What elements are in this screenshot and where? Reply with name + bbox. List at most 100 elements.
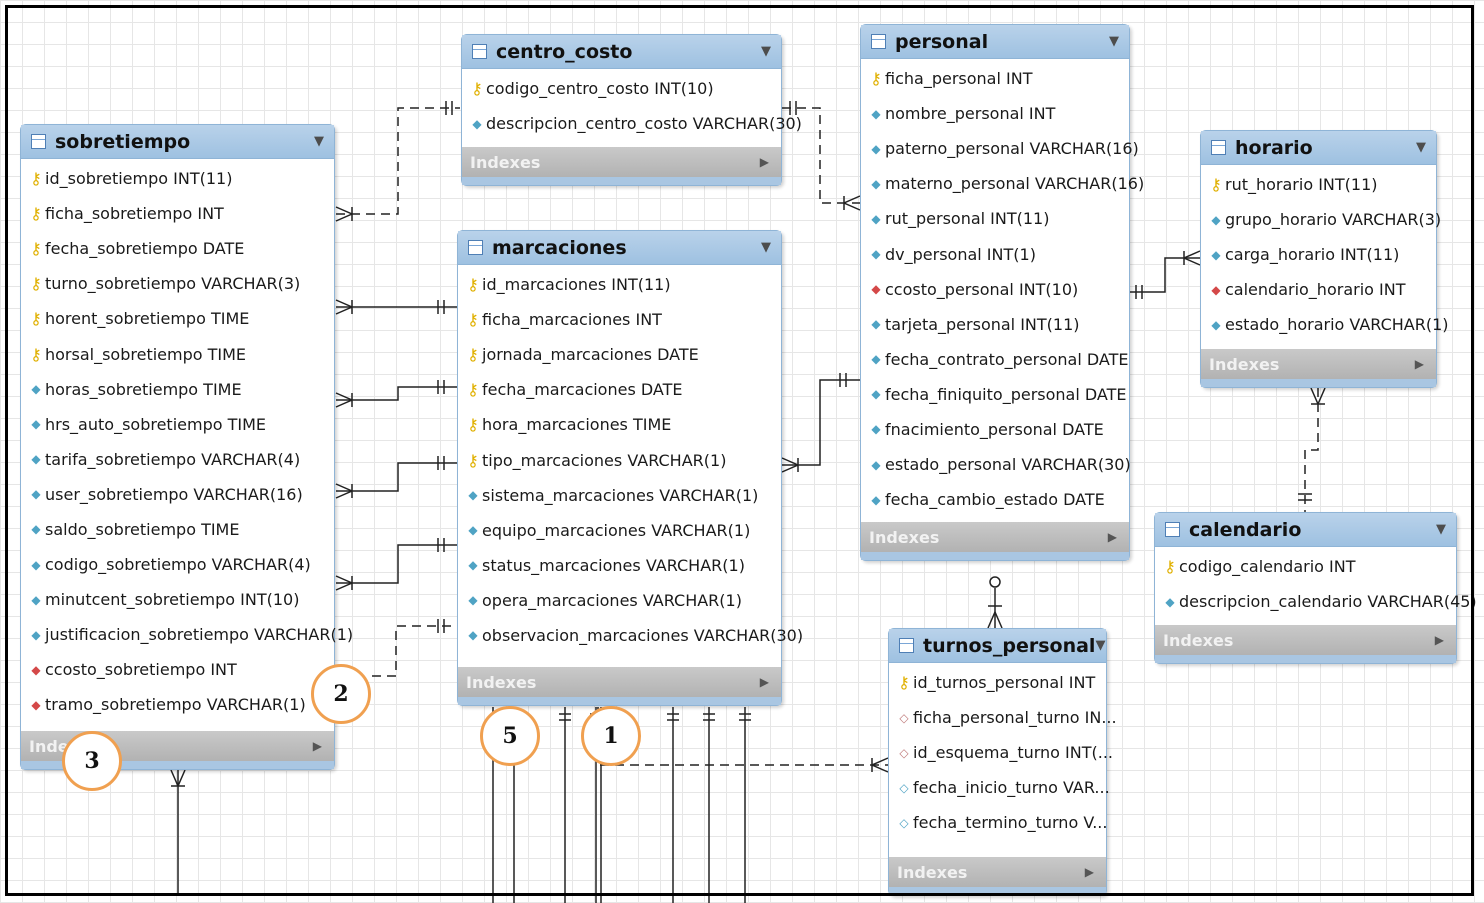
chevron-down-icon[interactable]: ▼ (1436, 522, 1446, 537)
table-header[interactable]: centro_costo ▼ (462, 35, 781, 69)
column-row[interactable]: ◆descripcion_centro_costo VARCHAR(30) (462, 106, 802, 141)
column-row[interactable]: ◆opera_marcaciones VARCHAR(1) (458, 583, 781, 618)
column-row[interactable]: ⚷horsal_sobretiempo TIME (21, 336, 334, 371)
key-icon: ⚷ (30, 169, 42, 189)
table-header[interactable]: sobretiempo ▼ (21, 125, 334, 159)
table-icon (31, 134, 46, 149)
column-row[interactable]: ◆fecha_cambio_estado DATE (861, 482, 1129, 517)
table-turnos-personal[interactable]: turnos_personal ▼ ⚷id_turnos_personal IN… (888, 628, 1117, 896)
chevron-right-icon[interactable]: ▶ (759, 155, 769, 169)
indexes-bar[interactable]: Indexes ▶ (462, 147, 781, 177)
column-row[interactable]: ◆nombre_personal INT (861, 96, 1129, 131)
chevron-down-icon[interactable]: ▼ (1109, 34, 1119, 49)
column-row[interactable]: ◆estado_horario VARCHAR(1) (1201, 307, 1448, 342)
column-row[interactable]: ◆dv_personal INT(1) (861, 236, 1129, 271)
key-icon: ⚷ (30, 309, 42, 329)
column-row[interactable]: ◆carga_horario INT(11) (1201, 237, 1436, 272)
column-row[interactable]: ◆justificacion_sobretiempo VARCHAR(1) (21, 617, 353, 652)
rel-sobretiempo-bottom (170, 770, 179, 896)
column-row[interactable]: ◆materno_personal VARCHAR(16) (861, 166, 1144, 201)
chevron-right-icon[interactable]: ▶ (312, 739, 322, 753)
table-header[interactable]: personal ▼ (861, 25, 1129, 59)
column-row[interactable]: ◆sistema_marcaciones VARCHAR(1) (458, 478, 781, 513)
indexes-bar[interactable]: Indexes ▶ (1201, 349, 1436, 379)
table-calendario[interactable]: calendario ▼ ⚷codigo_calendario INT◆desc… (1154, 512, 1477, 664)
column-row[interactable]: ◆status_marcaciones VARCHAR(1) (458, 548, 781, 583)
column-row[interactable]: ⚷rut_horario INT(11) (1201, 167, 1436, 202)
column-row[interactable]: ◆saldo_sobretiempo TIME (21, 512, 334, 547)
column-row[interactable]: ◆equipo_marcaciones VARCHAR(1) (458, 513, 781, 548)
column-row[interactable]: ◆hrs_auto_sobretiempo TIME (21, 407, 334, 442)
chevron-right-icon[interactable]: ▶ (1414, 357, 1424, 371)
column-row[interactable]: ◆calendario_horario INT (1201, 272, 1436, 307)
column-row[interactable]: ◆estado_personal VARCHAR(30) (861, 447, 1130, 482)
table-header[interactable]: calendario ▼ (1155, 513, 1456, 547)
column-row[interactable]: ⚷id_sobretiempo INT(11) (21, 161, 334, 196)
column-row[interactable]: ◆tarifa_sobretiempo VARCHAR(4) (21, 442, 334, 477)
column-row[interactable]: ◆tarjeta_personal INT(11) (861, 307, 1129, 342)
column-row[interactable]: ⚷horent_sobretiempo TIME (21, 301, 334, 336)
column-row[interactable]: ◆fecha_finiquito_personal DATE (861, 377, 1129, 412)
column-row[interactable]: ◇ficha_personal_turno IN... (889, 700, 1116, 735)
column-row[interactable]: ◆grupo_horario VARCHAR(3) (1201, 202, 1441, 237)
column-row[interactable]: ◆descripcion_calendario VARCHAR(45) (1155, 584, 1476, 619)
column-row[interactable]: ◆codigo_sobretiempo VARCHAR(4) (21, 547, 334, 582)
column-row[interactable]: ◇fecha_termino_turno V... (889, 805, 1107, 840)
chevron-right-icon[interactable]: ▶ (1434, 633, 1444, 647)
table-footer (1155, 655, 1456, 663)
table-centro-costo[interactable]: centro_costo ▼ ⚷codigo_centro_costo INT(… (461, 34, 802, 186)
column-row[interactable]: ⚷ficha_marcaciones INT (458, 302, 781, 337)
column-row[interactable]: ⚷ficha_sobretiempo INT (21, 196, 334, 231)
column-row[interactable]: ◆fecha_contrato_personal DATE (861, 342, 1129, 377)
chevron-down-icon[interactable]: ▼ (1416, 140, 1426, 155)
column-list: ⚷codigo_centro_costo INT(10)◆descripcion… (462, 69, 802, 141)
column-row[interactable]: ⚷ficha_personal INT (861, 61, 1129, 96)
column-row[interactable]: ⚷fecha_sobretiempo DATE (21, 231, 334, 266)
column-row[interactable]: ◇id_esquema_turno INT(... (889, 735, 1113, 770)
chevron-down-icon[interactable]: ▼ (1095, 638, 1106, 653)
column-row[interactable]: ⚷tipo_marcaciones VARCHAR(1) (458, 442, 781, 477)
indexes-bar[interactable]: Indexes ▶ (1155, 625, 1456, 655)
column-row[interactable]: ◆tramo_sobretiempo VARCHAR(1) (21, 687, 334, 722)
table-horario[interactable]: horario ▼ ⚷rut_horario INT(11)◆grupo_hor… (1200, 130, 1449, 388)
chevron-down-icon[interactable]: ▼ (314, 134, 324, 149)
table-personal[interactable]: personal ▼ ⚷ficha_personal INT◆nombre_pe… (860, 24, 1144, 561)
column-row[interactable]: ◆rut_personal INT(11) (861, 201, 1129, 236)
chevron-right-icon[interactable]: ▶ (1084, 865, 1094, 879)
table-header[interactable]: turnos_personal ▼ (889, 629, 1106, 663)
column-row[interactable]: ◆horas_sobretiempo TIME (21, 372, 334, 407)
column-row[interactable]: ◆fnacimiento_personal DATE (861, 412, 1129, 447)
table-header[interactable]: marcaciones ▼ (458, 231, 781, 265)
column-row[interactable]: ◇fecha_inicio_turno VAR... (889, 770, 1109, 805)
column-label: id_turnos_personal INT (913, 673, 1096, 693)
table-marcaciones[interactable]: marcaciones ▼ ⚷id_marcaciones INT(11)⚷fi… (457, 230, 803, 706)
indexes-bar[interactable]: Indexes ▶ (889, 857, 1106, 887)
chevron-right-icon[interactable]: ▶ (1107, 530, 1117, 544)
column-row[interactable]: ◆paterno_personal VARCHAR(16) (861, 131, 1138, 166)
column-row[interactable]: ⚷codigo_calendario INT (1155, 549, 1456, 584)
column-row[interactable]: ◆minutcent_sobretiempo INT(10) (21, 582, 334, 617)
table-sobretiempo[interactable]: sobretiempo ▼ ⚷id_sobretiempo INT(11)⚷fi… (20, 124, 353, 770)
column-label: horent_sobretiempo TIME (45, 309, 250, 329)
chevron-down-icon[interactable]: ▼ (761, 240, 771, 255)
column-row[interactable]: ⚷turno_sobretiempo VARCHAR(3) (21, 266, 334, 301)
table-header[interactable]: horario ▼ (1201, 131, 1436, 165)
column-row[interactable]: ⚷fecha_marcaciones DATE (458, 372, 781, 407)
column-row[interactable]: ⚷hora_marcaciones TIME (458, 407, 781, 442)
indexes-bar[interactable]: Indexes ▶ (861, 522, 1129, 552)
indexes-bar[interactable]: Indexes ▶ (458, 667, 781, 697)
column-row[interactable]: ⚷id_turnos_personal INT (889, 665, 1106, 700)
table-name: personal (895, 30, 989, 53)
crowfoot-sm-1 (335, 299, 354, 315)
chevron-down-icon[interactable]: ▼ (761, 44, 771, 59)
column-row[interactable]: ◆ccosto_sobretiempo INT (21, 652, 334, 687)
column-row[interactable]: ◆ccosto_personal INT(10) (861, 272, 1129, 307)
chevron-right-icon[interactable]: ▶ (759, 675, 769, 689)
column-row[interactable]: ◆observacion_marcaciones VARCHAR(30) (458, 618, 803, 653)
foreign-key-icon: ◆ (31, 662, 41, 677)
column-row[interactable]: ◆user_sobretiempo VARCHAR(16) (21, 477, 334, 512)
column-row[interactable]: ⚷id_marcaciones INT(11) (458, 267, 781, 302)
column-row[interactable]: ⚷codigo_centro_costo INT(10) (462, 71, 781, 106)
rel-sobretiempo-centro-costo (336, 107, 460, 215)
column-row[interactable]: ⚷jornada_marcaciones DATE (458, 337, 781, 372)
